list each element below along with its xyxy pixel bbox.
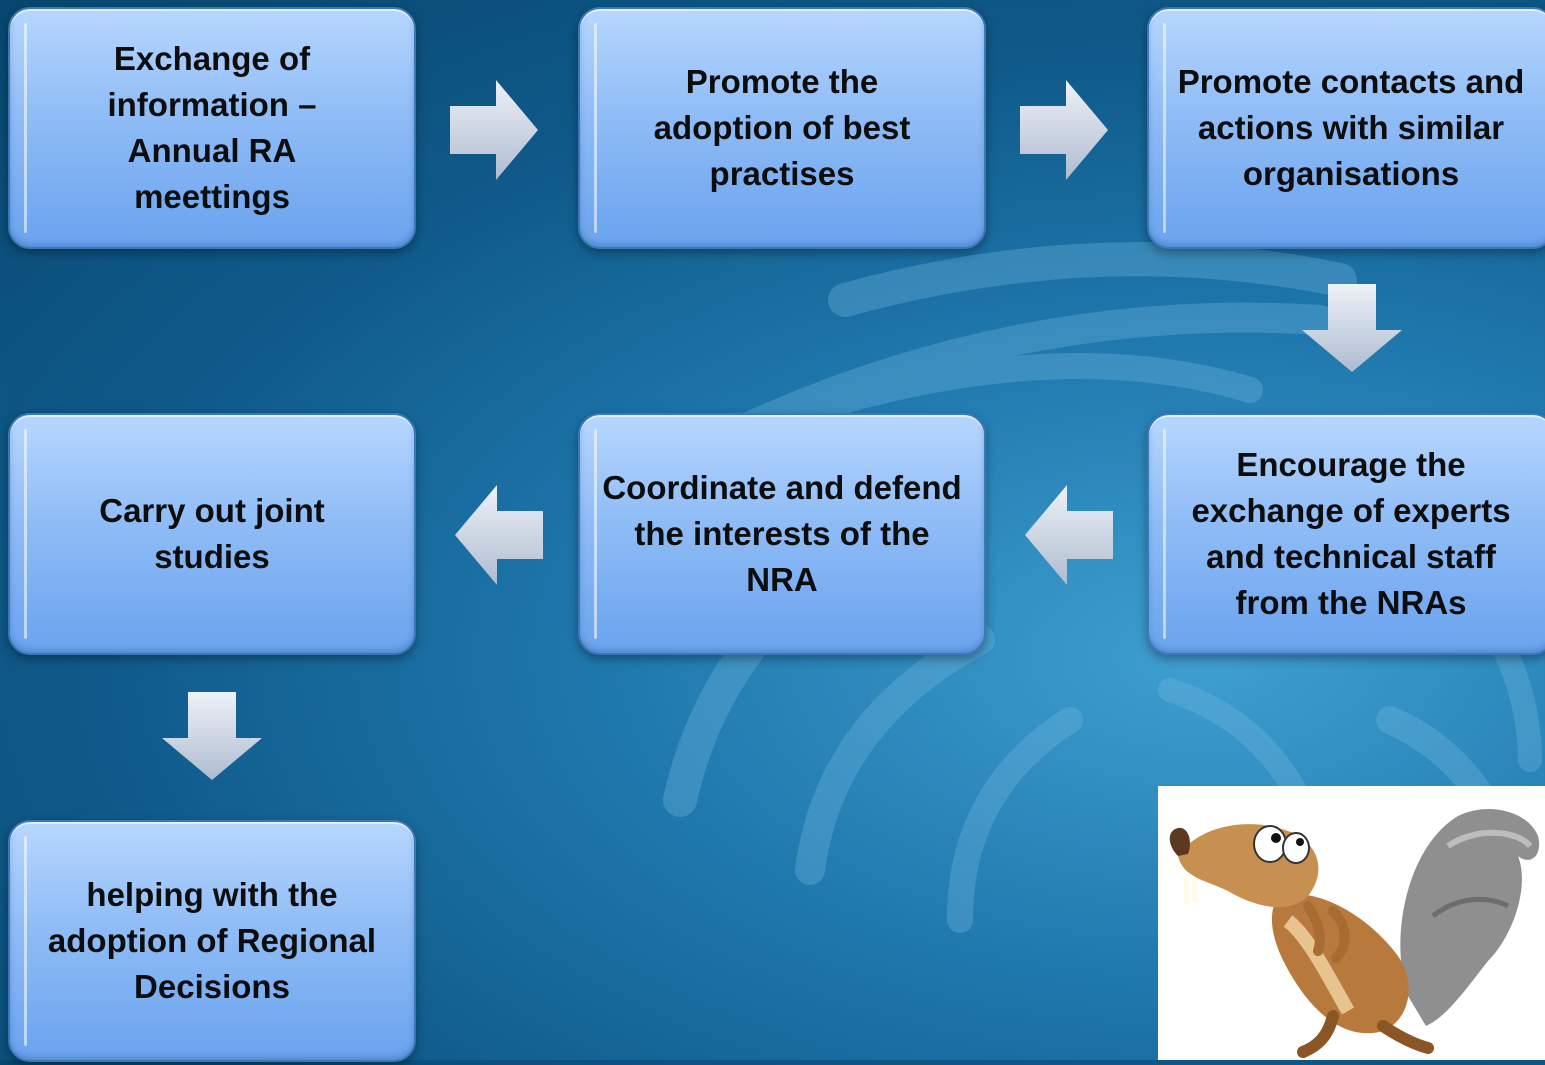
step-box-6: Carry out joint studies <box>8 413 416 655</box>
arrow-down-3-to-4 <box>1302 284 1402 372</box>
step-label-6: Carry out joint studies <box>99 492 325 575</box>
step-box-7: helping with the adoption of Regional De… <box>8 820 416 1062</box>
step-box-4: Encourage the exchange of experts and te… <box>1147 413 1545 655</box>
step-box-2: Promote the adoption of best practises <box>578 7 986 249</box>
step-label-2: Promote the adoption of best practises <box>653 63 911 192</box>
arrow-right-2-to-3 <box>1020 80 1108 180</box>
arrow-down-6-to-7 <box>162 692 262 780</box>
step-box-3: Promote contacts and actions with simila… <box>1147 7 1545 249</box>
squirrel-illustration <box>1158 786 1545 1060</box>
step-label-1: Exchange of information – Annual RA meet… <box>107 40 317 215</box>
arrow-right-1-to-2 <box>450 80 538 180</box>
step-box-5: Coordinate and defend the interests of t… <box>578 413 986 655</box>
step-box-1: Exchange of information – Annual RA meet… <box>8 7 416 249</box>
arrow-left-4-to-5 <box>1025 485 1113 585</box>
step-label-7: helping with the adoption of Regional De… <box>47 876 377 1005</box>
step-label-4: Encourage the exchange of experts and te… <box>1191 446 1511 621</box>
step-label-3: Promote contacts and actions with simila… <box>1177 63 1525 192</box>
step-label-5: Coordinate and defend the interests of t… <box>602 469 962 598</box>
arrow-left-5-to-6 <box>455 485 543 585</box>
